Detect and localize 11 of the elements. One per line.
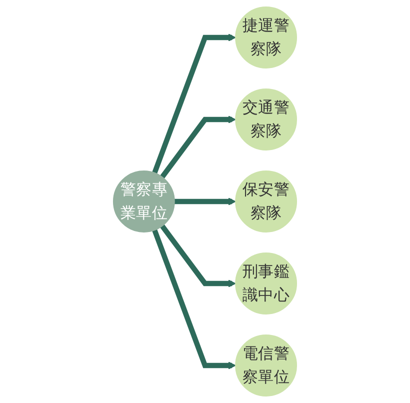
node-circle: 警察專業單位 bbox=[112, 170, 175, 232]
arrow bbox=[160, 116, 236, 179]
node-circle: 交通警察隊 bbox=[235, 88, 298, 150]
arrow bbox=[160, 224, 236, 288]
arrow bbox=[152, 34, 236, 174]
arrow bbox=[174, 198, 236, 206]
node-circle: 電信警察單位 bbox=[235, 334, 298, 396]
node-circle: 刑事鑑識中心 bbox=[235, 252, 298, 314]
arrow bbox=[152, 229, 236, 370]
node-circle: 捷運警察隊 bbox=[235, 6, 298, 68]
node-circle: 保安警察隊 bbox=[235, 170, 298, 232]
